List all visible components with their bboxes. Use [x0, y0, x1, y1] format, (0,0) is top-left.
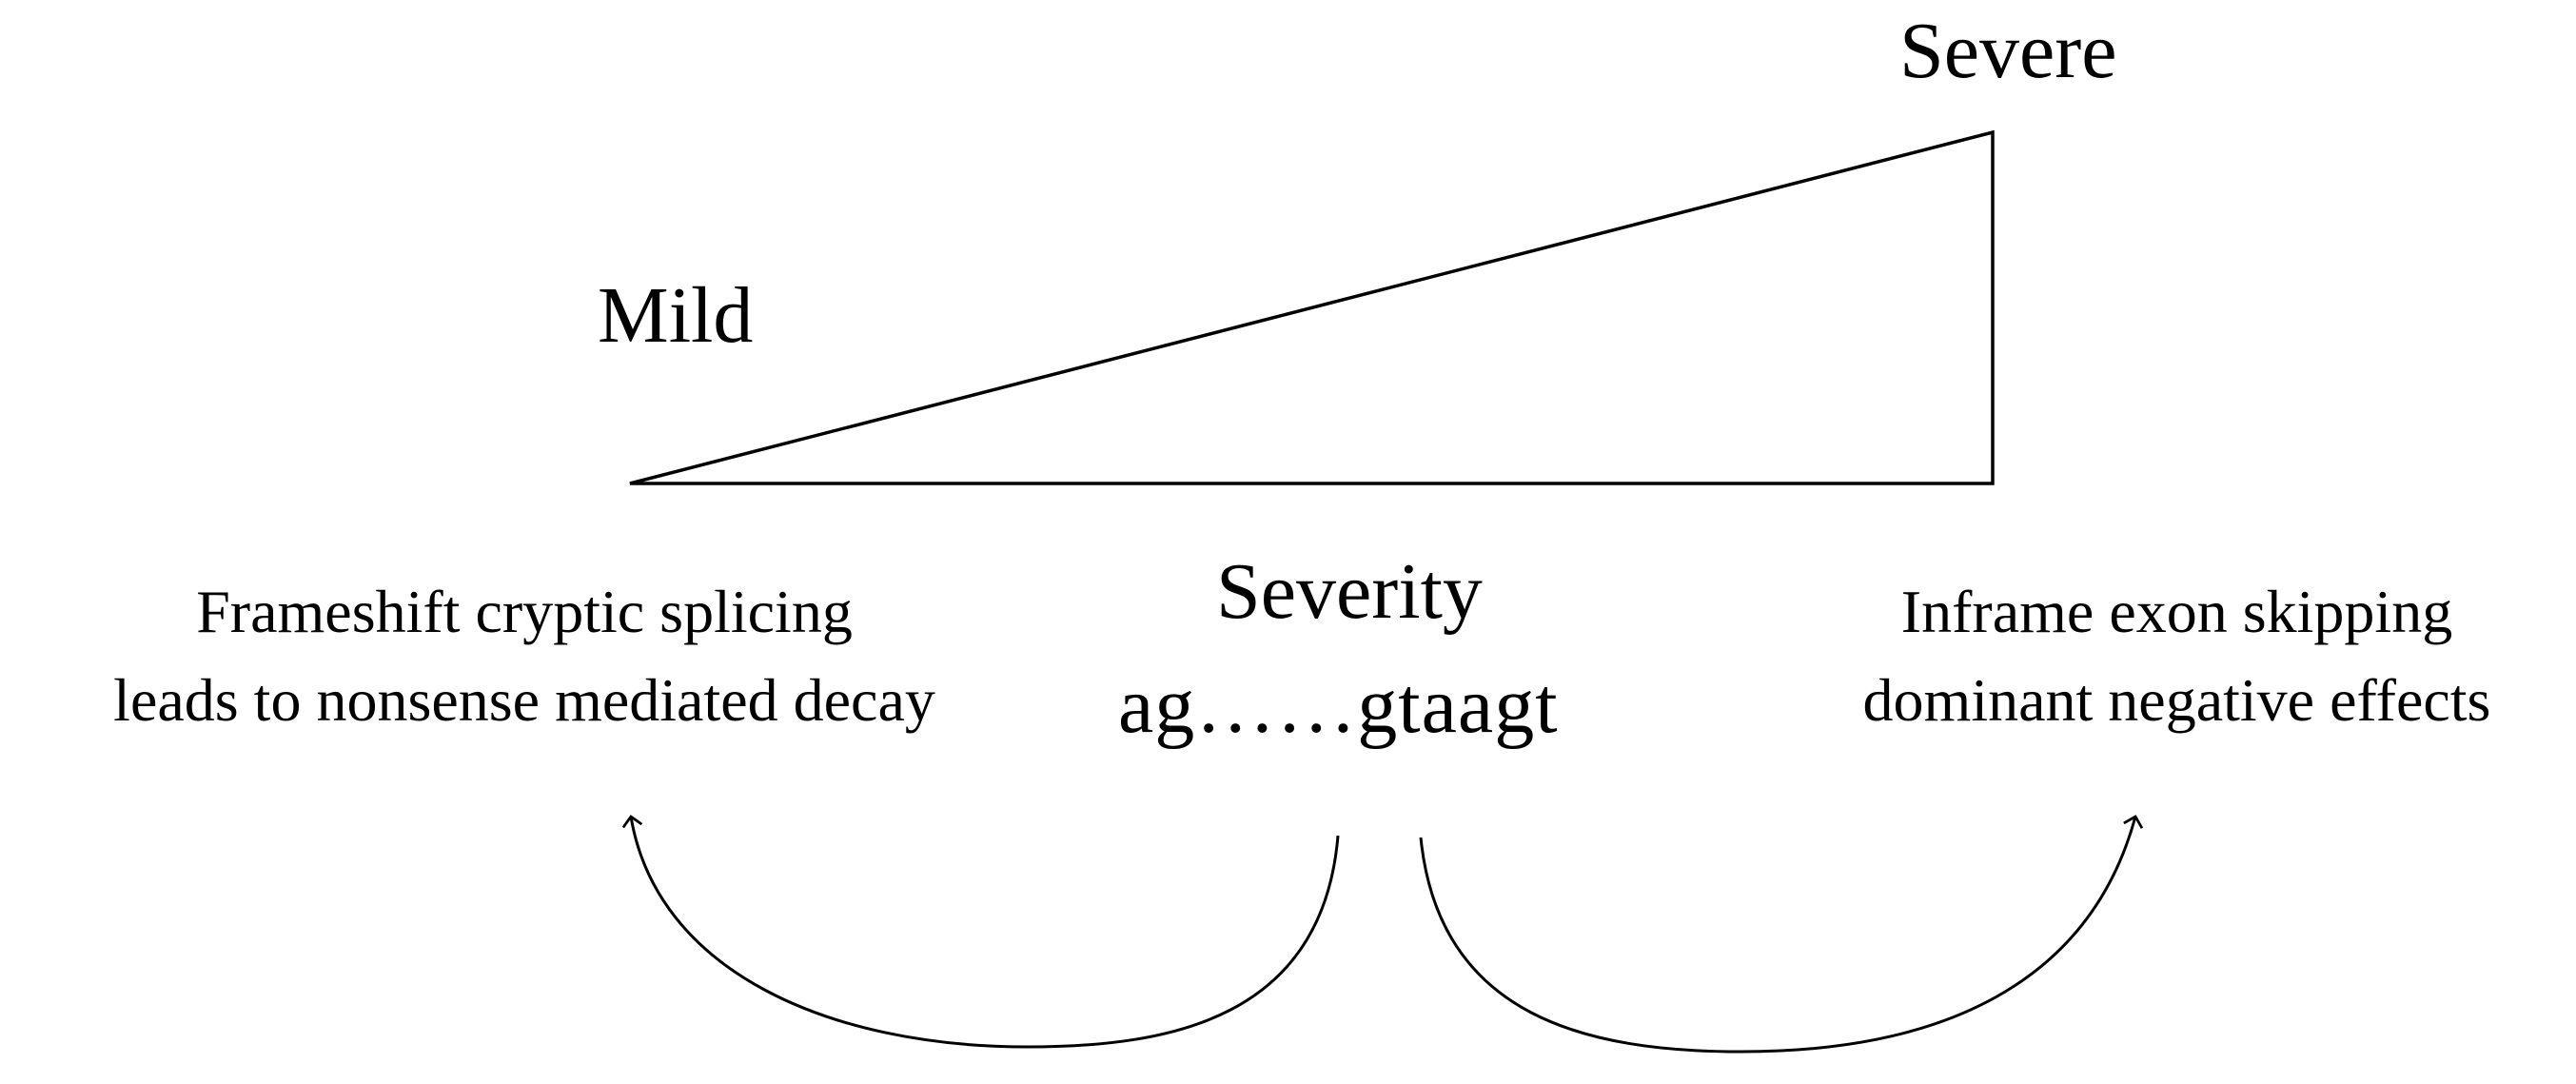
severe-label: Severe [1899, 7, 2117, 95]
left-curved-arrow [621, 815, 1340, 1049]
right-curved-arrow [1419, 815, 2144, 1054]
splice-site-sequence: ag……gtaagt [1118, 661, 1559, 750]
right-outcome-text: Inframe exon skipping dominant negative … [1789, 567, 2565, 744]
left-outcome-line-1: Frameshift cryptic splicing [196, 578, 853, 645]
right-outcome-line-1: Inframe exon skipping [1900, 578, 2453, 645]
severity-title: Severity [1216, 547, 1483, 636]
mild-label: Mild [598, 271, 754, 360]
left-outcome-line-2: leads to nonsense mediated decay [113, 666, 935, 734]
right-outcome-line-2: dominant negative effects [1862, 666, 2491, 734]
left-outcome-text: Frameshift cryptic splicing leads to non… [10, 567, 1039, 744]
severity-wedge [629, 129, 1995, 485]
